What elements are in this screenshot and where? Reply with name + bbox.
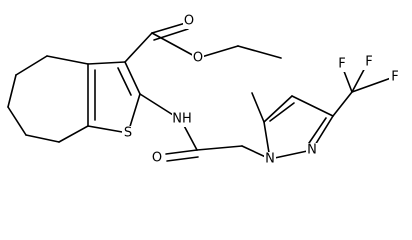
svg-text:F: F xyxy=(338,57,345,72)
atom-n2-label: N xyxy=(306,143,318,158)
cycloheptane-ring xyxy=(7,55,89,143)
svg-text:O: O xyxy=(193,51,203,66)
svg-text:O: O xyxy=(184,14,194,29)
atom-s-label: S xyxy=(122,126,134,141)
thiophene-ring xyxy=(87,61,141,134)
svg-text:F: F xyxy=(365,55,372,70)
svg-text:F: F xyxy=(391,70,398,85)
svg-text:N: N xyxy=(265,152,275,167)
svg-text:N: N xyxy=(307,143,317,158)
atom-f-top-right-label: F xyxy=(363,55,375,70)
chemical-structure-diagram: S O O NH O N N F F F xyxy=(7,13,401,167)
atom-f-right-label: F xyxy=(389,70,401,85)
atom-f-top-left-label: F xyxy=(336,57,348,72)
atom-o-amide-label: O xyxy=(151,151,163,166)
atom-n1-label: N xyxy=(264,152,276,167)
svg-text:O: O xyxy=(152,151,162,166)
svg-text:NH: NH xyxy=(172,112,192,127)
svg-text:S: S xyxy=(124,126,132,141)
atom-nh-label: NH xyxy=(172,112,192,127)
pyrazole-ring xyxy=(263,95,334,160)
atom-o-ester-label: O xyxy=(192,51,204,66)
ethyl-ester-group xyxy=(124,21,282,63)
atom-o-carbonyl-label: O xyxy=(183,14,195,29)
structure-svg: S O O NH O N N F F F xyxy=(7,13,401,167)
